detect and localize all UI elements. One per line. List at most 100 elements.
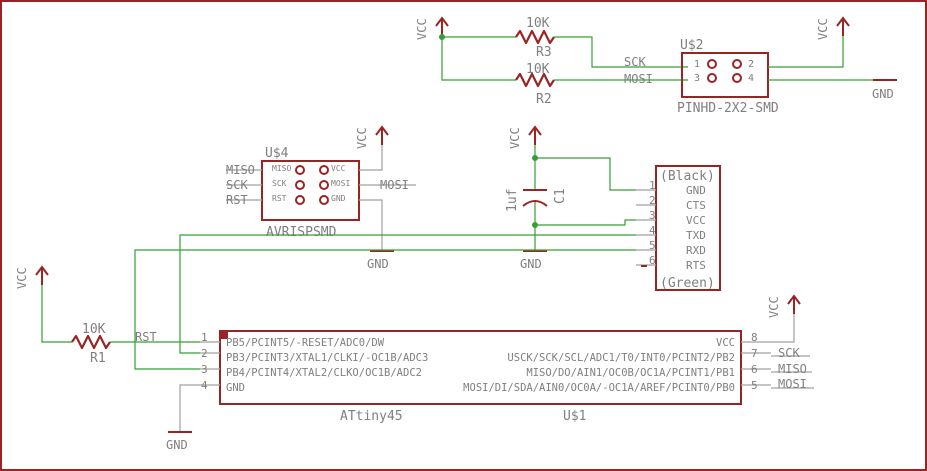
wire-vcc-resistors <box>441 36 516 81</box>
header_u4-pins_left-2-label: RST <box>272 194 287 203</box>
u2-package: PINHD-2X2-SMD <box>677 101 779 116</box>
wire-header-right <box>768 36 885 81</box>
chip-left_pins-3-name-label: GND <box>226 382 245 394</box>
ftdi-bottom-label: (Green) <box>660 276 715 291</box>
header_u4-pins_left-0-label: MISO <box>272 164 291 173</box>
chip-right-pins <box>741 341 771 386</box>
resistor-r1: 10K R1 <box>71 322 111 366</box>
ftdi-pins-5-num-label: 6 <box>649 254 656 267</box>
chip-right_pins-0-name-label: VCC <box>716 337 735 349</box>
ftdi-pins-0-num-label: 1 <box>649 179 656 192</box>
ftdi-pins-2-name-label: VCC <box>686 214 706 227</box>
chip-left_pins-0-num-label: 1 <box>201 331 208 344</box>
header_u2-pins-2-label: 3 <box>694 73 700 84</box>
power-gnd-label: GND <box>166 438 188 452</box>
u4-right-pins <box>359 145 416 251</box>
power-vcc-label: VCC <box>355 127 369 149</box>
capacitor-value-label: 1uf <box>505 189 520 212</box>
chip-left_pins-2-name-label: PB4/PCINT4/XTAL2/CLKO/OC1B/ADC2 <box>226 367 422 379</box>
net-sck-chip: SCK <box>778 346 800 360</box>
gnd-symbol-u4: GND <box>367 250 394 271</box>
chip-name: ATtiny45 <box>340 409 403 424</box>
vcc-symbol-chip: VCC <box>767 294 801 318</box>
chip-right_pins-2-num-label: 6 <box>751 363 758 376</box>
gnd-symbol-chip: GND <box>166 431 192 452</box>
chip-right_pins-1-num-label: 7 <box>751 347 758 360</box>
vcc-symbol-cap: VCC <box>508 125 542 149</box>
net-rst: RST <box>135 330 157 344</box>
u4-package: AVRISPSMD <box>266 225 337 240</box>
net-miso-isp: MISO <box>226 163 255 177</box>
chip-right_pins-3-name-label: MOSI/DI/SDA/AIN0/OC0A/-OC1A/AREF/PCINT0/… <box>463 382 735 394</box>
chip-left_pins-1-name-label: PB3/PCINT3/XTAL1/CLKI/-OC1B/ADC3 <box>226 352 428 364</box>
vcc-symbol-u4: VCC <box>355 125 389 149</box>
header_u2-pins-1-label: 2 <box>748 59 754 70</box>
chip-ref: U$1 <box>563 409 586 424</box>
vcc-symbol-top-right: VCC <box>816 16 850 40</box>
ftdi-pins-5-name-label: RTS <box>686 259 706 272</box>
net-mosi-top: MOSI <box>624 72 653 86</box>
resistors-r1-value-label: 10K <box>82 322 106 337</box>
ftdi-pins-0-name-label: GND <box>686 184 706 197</box>
gnd-symbol-cap: GND <box>520 250 547 271</box>
resistors-r1-name-label: R1 <box>90 351 106 366</box>
vcc-label: VCC <box>415 18 429 40</box>
u4-left-pins <box>226 169 262 201</box>
ftdi-pins-1-name-label: CTS <box>686 199 706 212</box>
power-gnd-label: GND <box>367 257 389 271</box>
header_u4-pins_right-1-label: MOSI <box>331 179 350 188</box>
net-sck-isp: SCK <box>226 178 248 192</box>
chip-left_pins-0-name-label: PB5/PCINT5/-RESET/ADC0/DW <box>226 337 385 349</box>
ftdi-pins <box>636 189 656 266</box>
header_u4-pins_right-0-label: VCC <box>331 164 346 173</box>
resistor-r2: 10K R2 <box>515 62 555 107</box>
u4-name: U$4 <box>265 146 289 161</box>
net-mosi-chip: MOSI <box>778 377 807 391</box>
capacitor-c1: 1uf C1 <box>505 188 568 212</box>
vcc-symbol-r1: VCC <box>15 265 49 289</box>
ftdi-pins-2-num-label: 3 <box>649 209 656 222</box>
power-gnd-label: GND <box>872 87 894 101</box>
attiny45-chip: PB5/PCINT5/-RESET/ADC0/DW PB3/PCINT3/XTA… <box>219 330 742 424</box>
r3-value: 10K <box>526 16 550 31</box>
chip-right_pins-2-name-label: MISO/DO/AIN1/OC0B/OC1A/PCINT1/PB1 <box>526 367 735 379</box>
chip-left_pins-1-num-label: 2 <box>201 347 208 360</box>
ftdi-pins-4-num-label: 5 <box>649 239 656 252</box>
wire-txd-pb3 <box>179 234 636 354</box>
power-vcc-label: VCC <box>767 296 781 318</box>
wire-resistors-header <box>554 36 688 81</box>
net-sck-top: SCK <box>624 55 646 69</box>
chip-left_pins-2-num-label: 3 <box>201 363 208 376</box>
chip-left_pins-3-num-label: 4 <box>201 379 208 392</box>
u2-name: U$2 <box>680 38 703 53</box>
gnd-symbol-top-right: GND <box>872 79 897 101</box>
vcc-symbol-top-left: VCC <box>415 16 449 40</box>
header_u4-pins_left-1-label: SCK <box>272 179 287 188</box>
net-miso-chip: MISO <box>778 362 807 376</box>
r2-name: R2 <box>536 92 552 107</box>
header_u2-pins-3-label: 4 <box>748 73 754 84</box>
chip-right_pins-3-num-label: 5 <box>751 379 758 392</box>
ftdi-top-label: (Black) <box>660 169 715 184</box>
ftdi-header: (Black) (Green) 1 2 3 4 5 6 GND CTS VCC … <box>649 165 721 291</box>
chip-left-pins <box>200 341 220 386</box>
ftdi-pins-3-name-label: TXD <box>686 229 706 242</box>
net-mosi-isp: MOSI <box>380 178 409 192</box>
capacitor-name-label: C1 <box>553 188 568 204</box>
wire-pin4-gnd <box>179 384 200 432</box>
power-vcc-label: VCC <box>15 267 29 289</box>
resistor-r3: 10K R3 <box>515 16 555 60</box>
ftdi-pins-3-num-label: 4 <box>649 224 656 237</box>
wire-pin8-vcc <box>771 314 795 343</box>
ftdi-pins-1-num-label: 2 <box>649 194 656 207</box>
power-vcc-label: VCC <box>508 127 522 149</box>
header-u4: U$4 MISO SCK RST VCC MOSI GND AVRISPSMD <box>261 146 360 240</box>
net-rst-isp: RST <box>226 193 248 207</box>
r3-name: R3 <box>536 45 552 60</box>
ftdi-pins-4-name-label: RXD <box>686 244 706 257</box>
power-vcc-label: VCC <box>816 18 830 40</box>
wire-cap-ftdi <box>535 157 636 226</box>
power-gnd-label: GND <box>520 257 542 271</box>
